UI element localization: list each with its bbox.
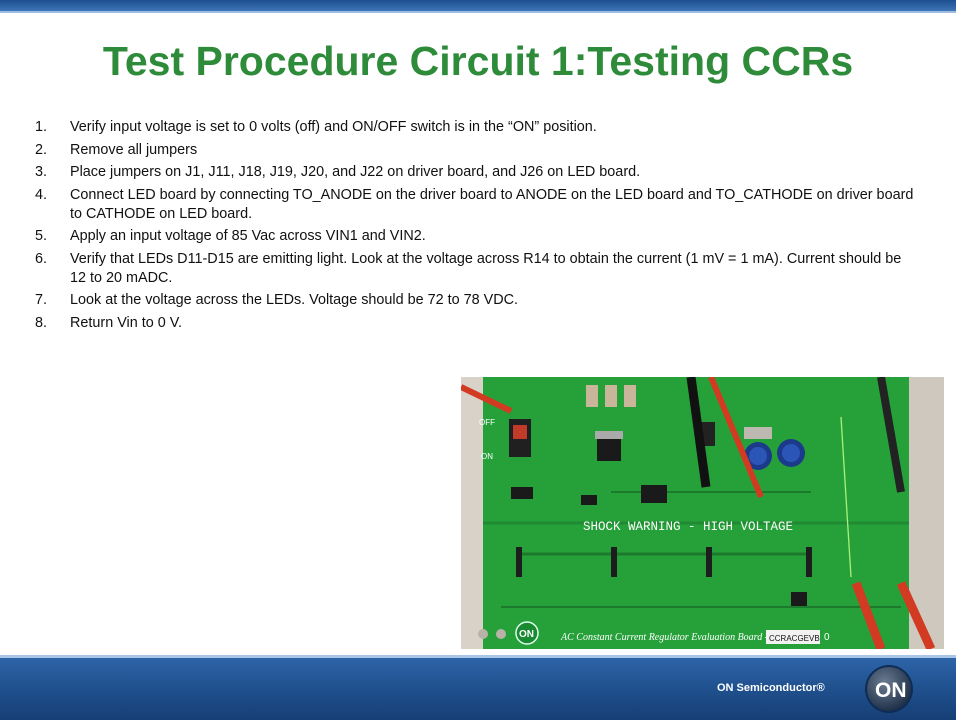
board-revision: 0 <box>824 632 830 643</box>
step-text: Apply an input voltage of 85 Vac across … <box>70 228 426 244</box>
footer-brand-text: ON Semiconductor® <box>717 682 825 694</box>
procedure-step: 3. Place jumpers on J1, J11, J18, J19, J2… <box>35 163 920 182</box>
procedure-step: 5. Apply an input voltage of 85 Vac acros… <box>35 227 920 246</box>
footer-bar: ON Semiconductor® ON <box>0 655 956 720</box>
procedure-step: 6. Verify that LEDs D11-D15 are emitting … <box>35 250 920 288</box>
on-semiconductor-logo: ON <box>865 665 913 713</box>
step-text: Remove all jumpers <box>70 141 198 158</box>
slide-title: Test Procedure Circuit 1:Testing CCRs <box>102 38 854 84</box>
board-name-label: AC Constant Current Regulator Evaluation… <box>560 632 768 643</box>
step-number: 1. <box>35 119 48 135</box>
step-text: Place jumpers on J1, J11, J18, J19, J20,… <box>70 164 641 180</box>
evaluation-board-photo: OFF ON SHOCK WARNING - HIGH VOLTAGE <box>461 377 944 649</box>
step-text: Look at the voltage across the LEDs. Vol… <box>70 292 518 308</box>
step-number: 4. <box>35 186 48 203</box>
procedure-steps-list: 1. Verify input voltage is set to 0 volts… <box>35 118 920 336</box>
procedure-step: 7. Look at the voltage across the LEDs. V… <box>35 291 920 310</box>
step-number: 6. <box>35 250 48 267</box>
shock-warning-label: SHOCK WARNING - HIGH VOLTAGE <box>583 520 793 534</box>
step-number: 2. <box>35 141 48 158</box>
footer-logo-text: ON <box>875 679 907 702</box>
procedure-step: 2. Remove all jumpers <box>35 141 920 160</box>
board-on-logo: ON <box>519 629 534 640</box>
step-number: 8. <box>35 314 48 331</box>
step-number: 5. <box>35 228 48 244</box>
step-text: Verify that LEDs D11-D15 are emitting li… <box>70 250 902 286</box>
board-part-number: CCRACGEVB <box>769 634 820 643</box>
procedure-step: 1. Verify input voltage is set to 0 volts… <box>35 118 920 137</box>
step-text: Return Vin to 0 V. <box>70 314 183 331</box>
top-banner <box>0 0 956 13</box>
step-number: 7. <box>35 292 48 308</box>
step-text: Verify input voltage is set to 0 volts (… <box>70 119 597 135</box>
switch-off-label: OFF <box>479 418 495 427</box>
procedure-step: 8. Return Vin to 0 V. <box>35 314 920 333</box>
step-text: Connect LED board by connecting TO_ANODE… <box>70 186 914 222</box>
step-number: 3. <box>35 164 48 180</box>
switch-on-label: ON <box>481 452 493 461</box>
procedure-step: 4. Connect LED board by connecting TO_ANO… <box>35 186 920 224</box>
